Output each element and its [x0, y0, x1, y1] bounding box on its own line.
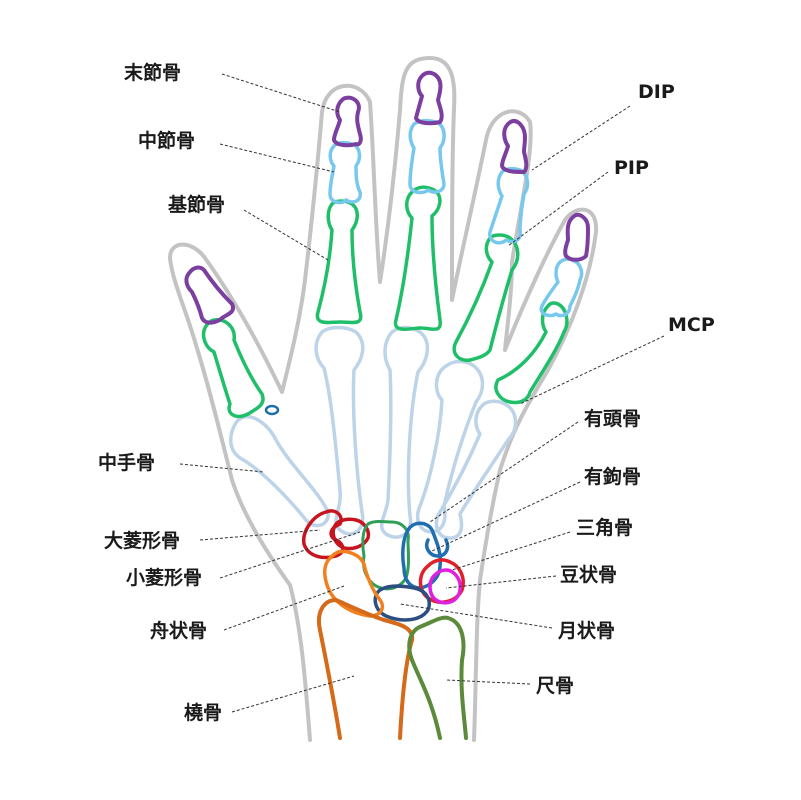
proximal-phalanx-index: [315, 199, 363, 325]
label-scaphoid: 舟状骨: [150, 619, 207, 642]
label-proximal-phalanx: 基節骨: [167, 193, 225, 216]
leader-distal-phalanx: [221, 73, 341, 113]
distal-phalanx-index: [332, 95, 363, 148]
label-lunate: 月状骨: [557, 619, 615, 642]
proximal-phalanx-middle: [393, 185, 442, 331]
leader-trapezium: [199, 529, 321, 541]
leader-hamate: [429, 481, 581, 553]
leader-triquetrum: [451, 531, 571, 571]
leader-pisiform: [445, 575, 557, 589]
distal-phalanx-ring: [500, 119, 529, 174]
scaphoid-bone: [323, 549, 385, 618]
middle-phalanx-ring: [488, 166, 530, 245]
label-dip: DIP: [638, 81, 675, 103]
label-metacarpal: 中手骨: [98, 451, 155, 474]
label-pisiform: 豆状骨: [560, 563, 617, 586]
label-middle-phalanx: 中節骨: [138, 129, 195, 152]
label-distal-phalanx: 末節骨: [124, 61, 181, 84]
leader-lines: [179, 73, 665, 713]
label-trapezium: 大菱形骨: [104, 529, 180, 552]
sesamoid-bone: [264, 404, 280, 416]
label-pip: PIP: [614, 157, 649, 179]
leader-trapezoid: [219, 531, 361, 579]
proximal-phalanges: [201, 185, 569, 419]
middle-phalanx-index: [328, 140, 362, 205]
proximal-phalanx-little: [494, 301, 569, 405]
leader-lunate: [399, 603, 553, 629]
label-hamate: 有鉤骨: [584, 465, 641, 488]
label-capitate: 有頭骨: [584, 407, 641, 430]
hamate-hook: [425, 538, 450, 558]
leader-metacarpal: [179, 463, 265, 473]
leader-radius: [231, 675, 355, 713]
distal-phalanx-thumb: [184, 265, 235, 325]
metacarpal-little: [434, 399, 518, 540]
leader-middle-phalanx: [219, 143, 335, 173]
leader-ulna: [445, 679, 531, 685]
hand-outline: [168, 56, 599, 742]
forearm-bones: [317, 598, 468, 740]
pisiform-bone: [428, 568, 463, 605]
metacarpal-index: [314, 325, 365, 536]
leader-dip: [531, 105, 631, 171]
leader-proximal-phalanx: [243, 209, 329, 261]
metacarpal-ring: [415, 359, 485, 534]
label-triquetrum: 三角骨: [576, 516, 633, 539]
leader-scaphoid: [223, 585, 345, 631]
hamate-bone: [401, 521, 443, 590]
middle-phalanx-middle: [408, 118, 446, 195]
label-mcp: MCP: [668, 314, 715, 336]
labels: 末節骨 中節骨 基節骨 中手骨 大菱形骨 小菱形骨 舟状骨 橈骨 DIP PIP…: [98, 61, 715, 724]
leader-mcp: [519, 335, 665, 405]
distal-phalanx-middle: [414, 70, 444, 126]
metacarpal-thumb: [229, 414, 330, 528]
distal-phalanges: [184, 70, 590, 325]
label-radius: 橈骨: [184, 701, 222, 724]
distal-phalanx-little: [563, 212, 590, 262]
ulna-bone: [407, 615, 468, 740]
lunate-bone: [373, 584, 431, 622]
label-trapezoid: 小菱形骨: [126, 566, 202, 589]
trapezoid-bone: [331, 517, 371, 551]
label-ulna: 尺骨: [536, 675, 574, 697]
carpal-bones: [302, 509, 465, 622]
leader-pip: [507, 171, 609, 247]
